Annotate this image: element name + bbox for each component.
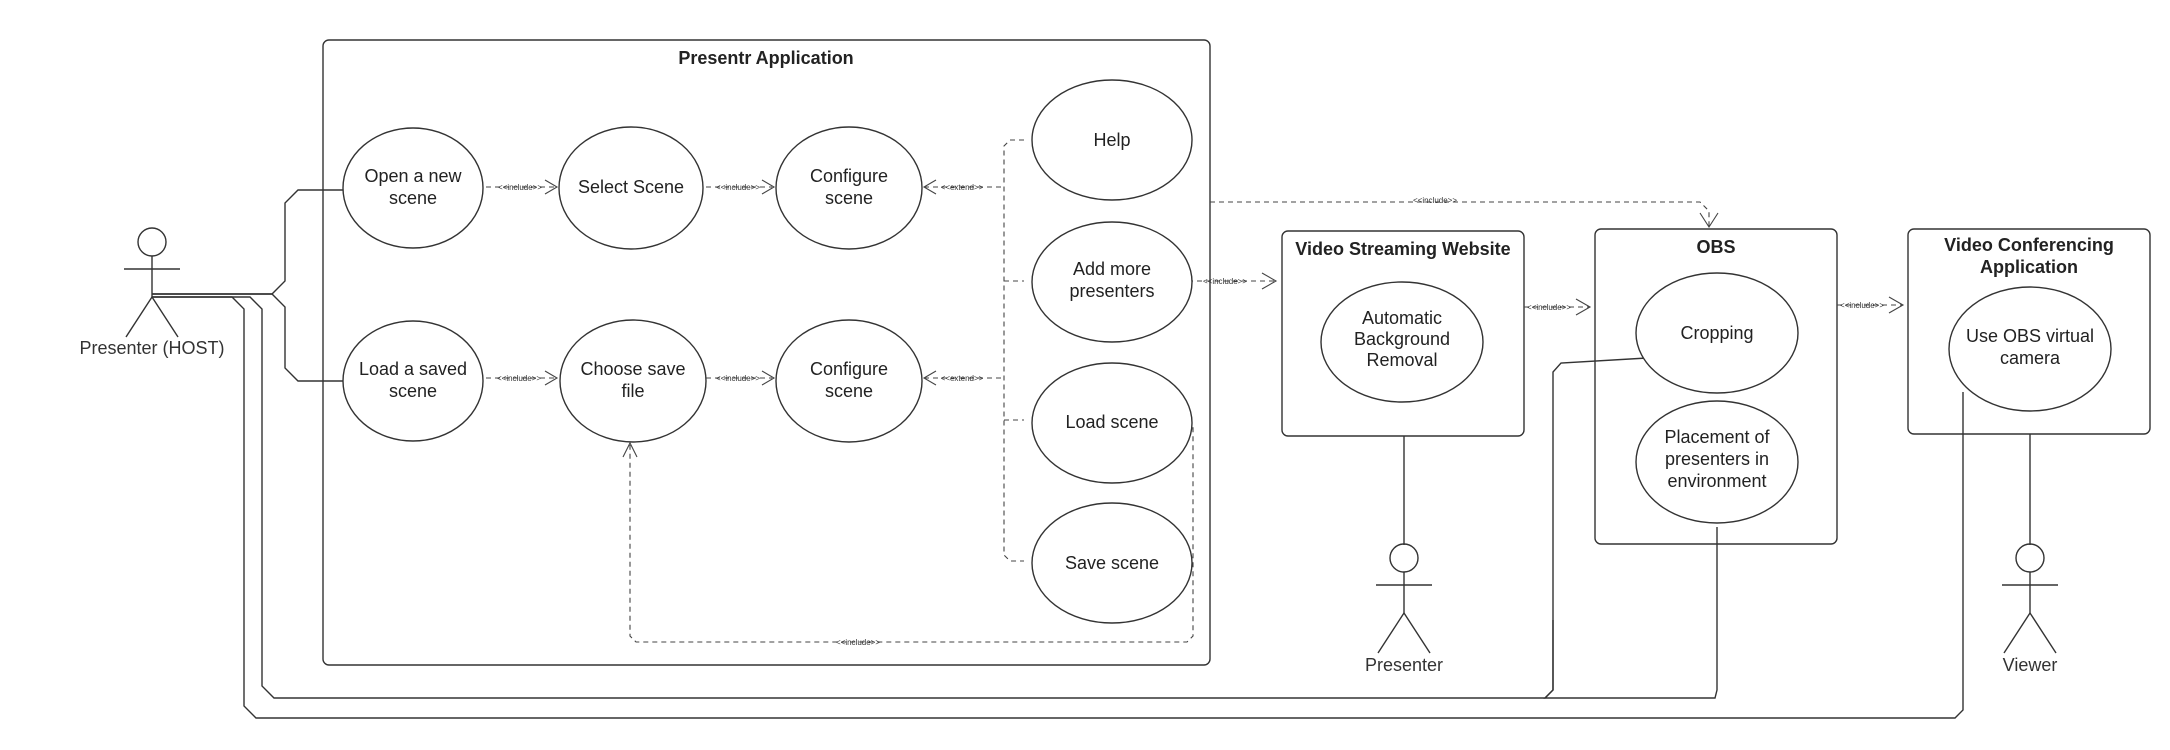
extend-to-configure-top-head [922, 179, 937, 195]
svg-text:Open a new: Open a new [364, 166, 462, 186]
conferencing-system-title-line1: Video Conferencing [1944, 235, 2114, 255]
include-presentr-to-streaming-head [1261, 272, 1278, 290]
use-case-use-obs-virtual-camera: Use OBS virtual camera [1948, 286, 2112, 412]
stereo-obs-conferencing: <<include>> [1840, 301, 1884, 310]
svg-text:file: file [621, 381, 644, 401]
actor-presenter-label: Presenter [1365, 655, 1443, 675]
extend-bracket [1003, 139, 1024, 562]
use-case-load-scene: Load scene [1031, 362, 1193, 484]
include-choose-to-configure-head [761, 370, 776, 386]
actor-viewer-label: Viewer [2003, 655, 2058, 675]
use-case-select-scene: Select Scene [558, 126, 704, 250]
use-case-add-more-presenters: Add more presenters [1031, 221, 1193, 343]
stick-figure-icon [2002, 543, 2058, 654]
use-case-choose-save-file: Choose save file [559, 319, 707, 443]
use-case-open-new-scene: Open a new scene [342, 127, 484, 249]
use-case-configure-scene-top: Configure scene [775, 126, 923, 250]
include-presentr-to-obs-head [1699, 212, 1719, 229]
stereo-select-configure: <<include>> [716, 183, 760, 192]
include-select-to-configure-head [761, 179, 776, 195]
include-load-to-choose-head [544, 370, 559, 386]
stereo-extend-bottom: <<extend>> [941, 374, 984, 383]
include-open-to-select-head [544, 179, 559, 195]
svg-text:Background: Background [1354, 329, 1450, 349]
include-obs-to-conferencing-head [1888, 296, 1905, 314]
stereo-open-select: <<include>> [498, 183, 542, 192]
actor-host-label: Presenter (HOST) [79, 338, 224, 358]
stick-figure-icon [1376, 543, 1432, 654]
stick-figure-icon [124, 227, 180, 338]
use-case-save-scene: Save scene [1031, 502, 1193, 624]
obs-system-title: OBS [1696, 237, 1735, 257]
svg-text:Configure: Configure [810, 359, 888, 379]
svg-text:Removal: Removal [1366, 350, 1437, 370]
svg-text:Placement of: Placement of [1664, 427, 1770, 447]
svg-text:scene: scene [389, 188, 437, 208]
use-case-placement-of-presenters: Placement of presenters in environment [1635, 400, 1799, 524]
svg-text:scene: scene [389, 381, 437, 401]
actor-presenter-host: Presenter (HOST) [79, 227, 225, 358]
svg-text:Load a saved: Load a saved [359, 359, 467, 379]
svg-text:Automatic: Automatic [1362, 308, 1442, 328]
include-streaming-to-obs-head [1575, 298, 1592, 316]
svg-text:presenters in: presenters in [1665, 449, 1769, 469]
include-presentr-to-obs [1210, 201, 1710, 227]
svg-text:environment: environment [1667, 471, 1766, 491]
conferencing-system-title-line2: Application [1980, 257, 2078, 277]
svg-text:Use OBS virtual: Use OBS virtual [1966, 326, 2094, 346]
stereo-extend-top: <<extend>> [941, 183, 984, 192]
svg-text:Configure: Configure [810, 166, 888, 186]
include-load-to-choose-save-head [622, 441, 638, 458]
stereo-presentr-obs: <<include>> [1413, 196, 1457, 205]
use-case-help: Help [1031, 79, 1193, 201]
include-load-to-choose-save [629, 419, 1194, 643]
svg-text:Cropping: Cropping [1680, 323, 1753, 343]
svg-text:Select Scene: Select Scene [578, 177, 684, 197]
svg-text:presenters: presenters [1069, 281, 1154, 301]
use-case-automatic-background-removal: Automatic Background Removal [1320, 281, 1484, 403]
host-assoc-open-new [152, 189, 344, 295]
presentr-system-title: Presentr Application [678, 48, 853, 68]
host-assoc-placement [1543, 527, 1718, 699]
svg-text:Load scene: Load scene [1065, 412, 1158, 432]
svg-text:camera: camera [2000, 348, 2061, 368]
svg-text:Choose save: Choose save [580, 359, 685, 379]
svg-text:Save scene: Save scene [1065, 553, 1159, 573]
use-case-load-saved-scene: Load a saved scene [342, 320, 484, 442]
streaming-system-title: Video Streaming Website [1295, 239, 1510, 259]
actor-viewer: Viewer [2002, 543, 2058, 675]
actor-presenter: Presenter [1365, 543, 1443, 675]
svg-text:scene: scene [825, 188, 873, 208]
stereo-load-choose: <<include>> [497, 374, 541, 383]
use-case-configure-scene-bottom: Configure scene [775, 319, 923, 443]
svg-text:scene: scene [825, 381, 873, 401]
stereo-choose-configure: <<include>> [716, 374, 760, 383]
host-assoc-use-obs [152, 296, 1964, 719]
svg-text:Help: Help [1093, 130, 1130, 150]
svg-text:Add more: Add more [1073, 259, 1151, 279]
host-assoc-load-saved [152, 293, 344, 382]
stereo-presentr-streaming: <<include>> [1203, 277, 1247, 286]
extend-to-configure-bottom-head [922, 370, 937, 386]
presentr-system-boundary [322, 39, 1211, 666]
stereo-load-choose-save: <<include>> [836, 638, 880, 647]
host-assoc-cropping [152, 296, 1648, 699]
use-case-cropping: Cropping [1635, 272, 1799, 394]
stereo-streaming-obs: <<include>> [1527, 303, 1571, 312]
